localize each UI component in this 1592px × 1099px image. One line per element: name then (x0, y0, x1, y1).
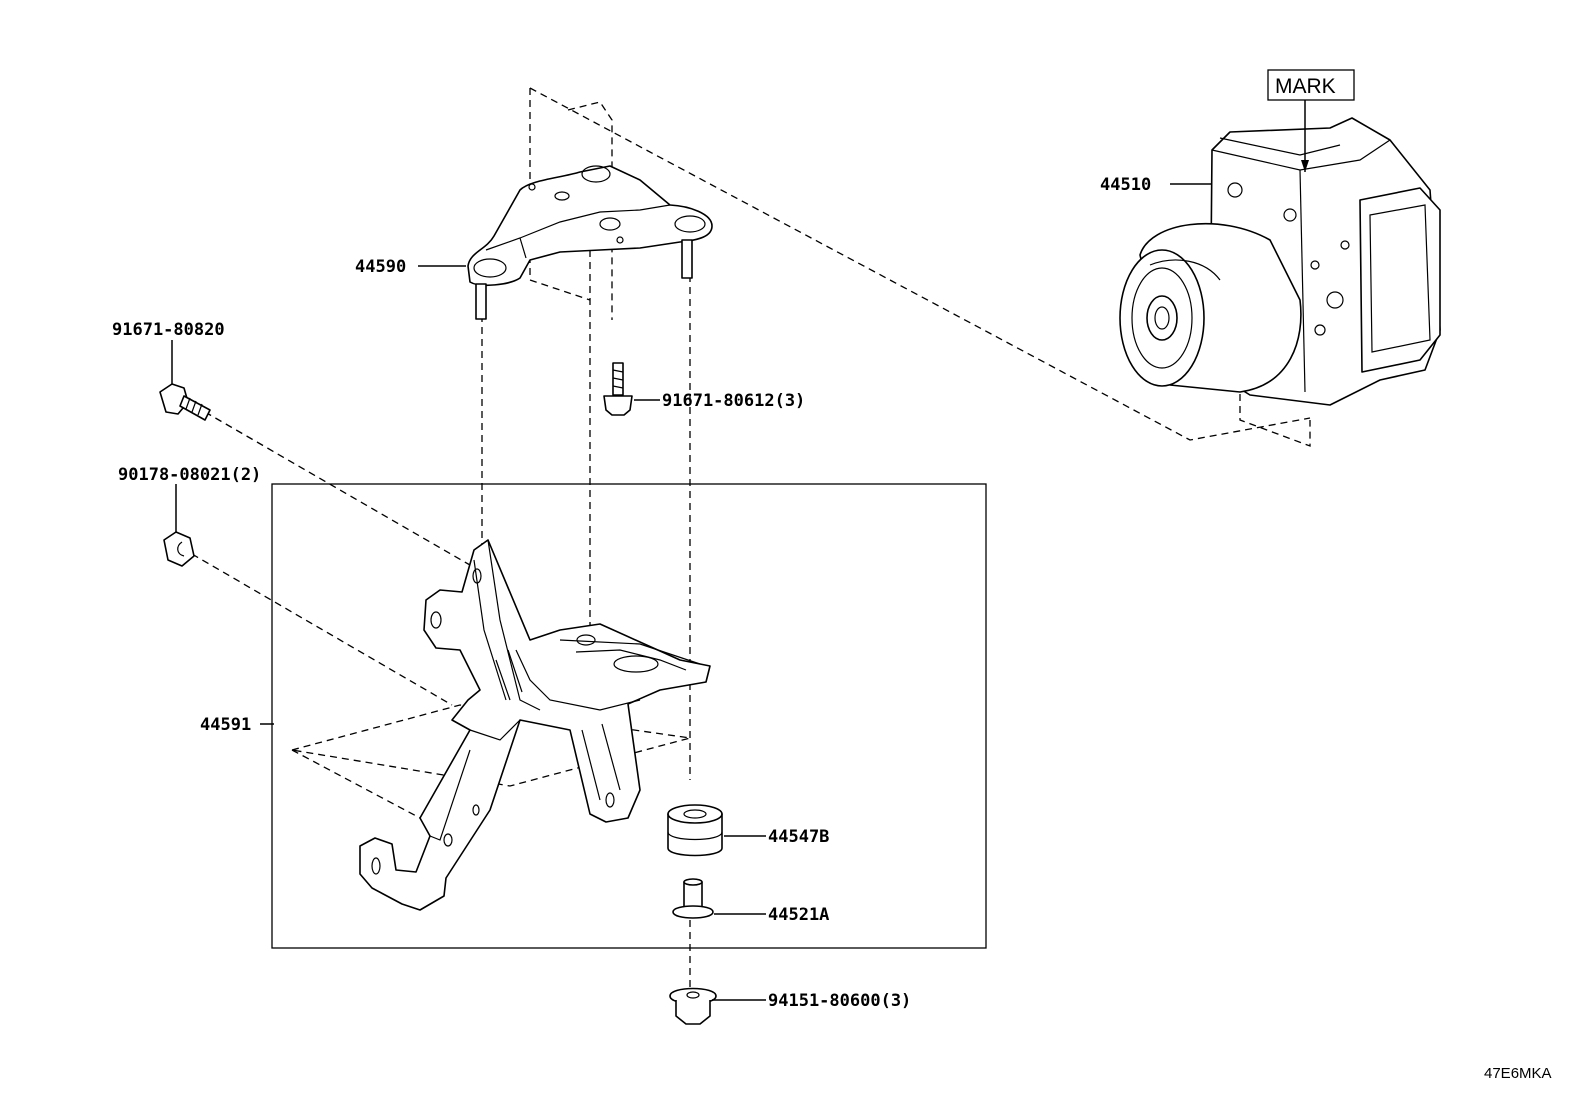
cushion-drawing (667, 804, 723, 857)
diagram-code: 47E6MKA (1484, 1065, 1552, 1082)
kit-frame (271, 483, 987, 949)
lower-bracket-drawing (359, 539, 711, 911)
abs-actuator-drawing (1119, 117, 1441, 406)
label-collar: 44521A (768, 905, 829, 925)
label-lower-bracket: 44591 (200, 715, 251, 735)
label-nut-bottom: 94151-80600(3) (768, 991, 911, 1011)
label-abs-actuator: 44510 (1100, 175, 1151, 195)
label-bolt-center: 91671-80612(3) (662, 391, 805, 411)
collar-drawing (672, 878, 714, 919)
bolt-left-drawing (159, 383, 211, 421)
label-bolt-left: 91671-80820 (112, 320, 225, 340)
bolt-center-drawing (603, 362, 633, 416)
mark-label: MARK (1275, 75, 1336, 98)
mark-arrowhead (1301, 160, 1309, 172)
nut-left-drawing (163, 531, 195, 567)
label-upper-bracket: 44590 (355, 257, 406, 277)
mark-box (1267, 69, 1355, 101)
nut-bottom-drawing (669, 987, 717, 1025)
label-nut-left: 90178-08021(2) (118, 465, 261, 485)
label-cushion: 44547B (768, 827, 829, 847)
upper-bracket-drawing (467, 165, 713, 320)
